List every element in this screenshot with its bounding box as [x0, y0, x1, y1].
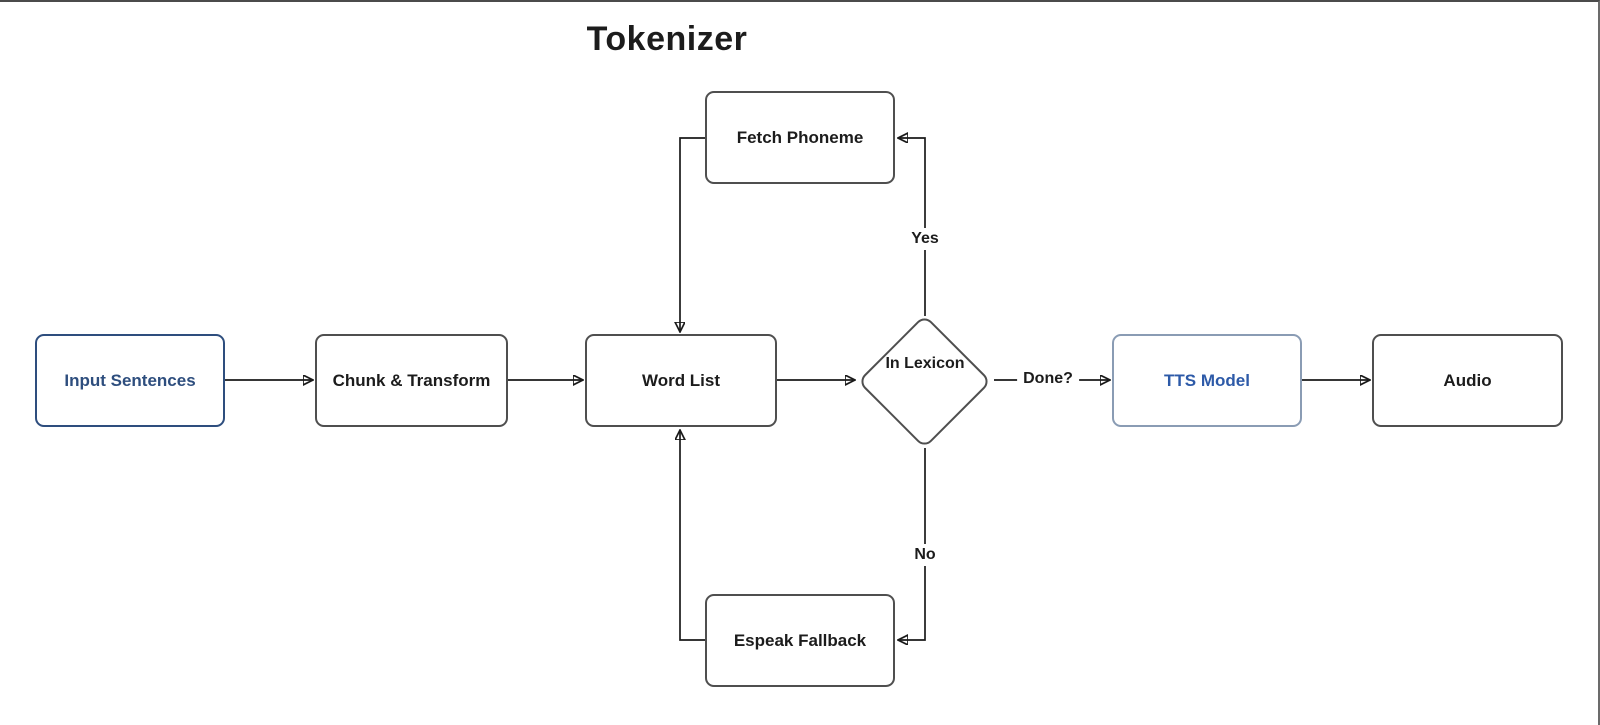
- node-input-sentences: Input Sentences: [35, 334, 225, 427]
- node-in-lexicon-label: In Lexicon: [885, 355, 965, 372]
- node-audio-label: Audio: [1443, 370, 1492, 390]
- node-tts-model: TTS Model: [1112, 334, 1302, 427]
- edge-espeak-to-wordlist: [680, 431, 705, 641]
- edge-label-no: No: [908, 544, 942, 566]
- node-audio: Audio: [1372, 334, 1563, 427]
- node-tts-model-label: TTS Model: [1164, 370, 1250, 390]
- edge-lexicon-yes-to-fetch: [899, 138, 926, 316]
- node-input-sentences-label: Input Sentences: [64, 370, 196, 390]
- edge-label-yes: Yes: [905, 228, 945, 250]
- edge-label-done: Done?: [1017, 368, 1079, 390]
- node-fetch-phoneme: Fetch Phoneme: [705, 91, 895, 184]
- node-espeak-fallback: Espeak Fallback: [705, 594, 895, 687]
- edge-fetch-to-wordlist: [680, 137, 705, 331]
- node-word-list: Word List: [585, 334, 777, 427]
- edge-lexicon-no-to-espeak: [899, 448, 926, 640]
- node-chunk-transform: Chunk & Transform: [315, 334, 508, 427]
- node-word-list-label: Word List: [641, 370, 721, 390]
- diagram-title: Tokenizer: [586, 20, 748, 58]
- node-fetch-phoneme-label: Fetch Phoneme: [736, 127, 864, 147]
- node-espeak-fallback-label: Espeak Fallback: [733, 630, 867, 650]
- node-chunk-transform-label: Chunk & Transform: [332, 370, 491, 390]
